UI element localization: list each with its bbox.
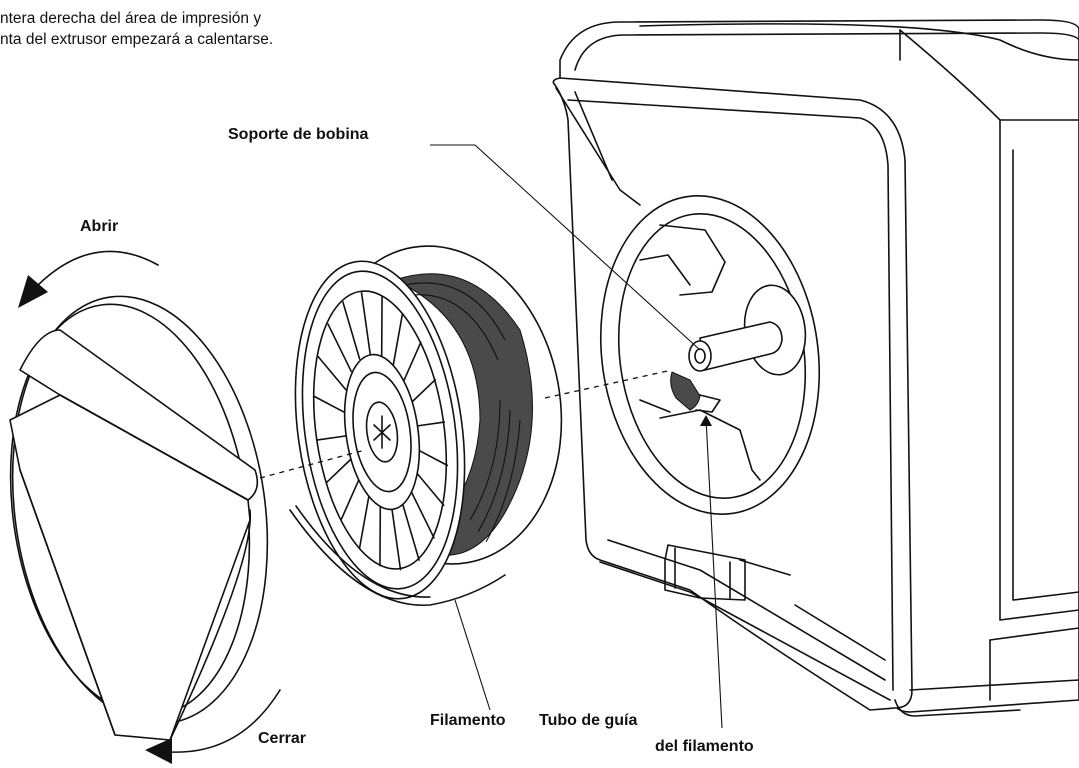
spoke — [415, 421, 446, 427]
spoke — [409, 489, 435, 539]
spoke — [327, 323, 353, 373]
spoke — [417, 449, 449, 467]
open-label: Abrir — [80, 218, 119, 235]
open-rotation-arrow-icon — [37, 250, 159, 286]
spoke — [402, 341, 422, 383]
spoke — [358, 495, 370, 550]
spoke — [391, 507, 402, 571]
filament-spool — [294, 245, 563, 600]
spoke — [392, 312, 404, 367]
guide-tube-leader — [705, 417, 723, 729]
guide-tube-line — [289, 509, 506, 606]
alignment-line-left — [259, 449, 366, 479]
guide-tube-label-line2: del filamento — [655, 738, 754, 755]
spool-holder-leader — [430, 144, 701, 351]
spoke — [342, 301, 361, 360]
spoke — [415, 471, 445, 507]
close-rotation-arrow-icon — [169, 689, 281, 753]
guide-tube-label: Tubo de guía — [539, 712, 638, 729]
spool-holder-recess — [599, 195, 821, 515]
close-label: Cerrar — [258, 730, 307, 747]
filament-leader — [454, 599, 491, 711]
spoke — [360, 291, 371, 355]
spool-spokes — [313, 291, 449, 571]
spoke — [317, 355, 347, 391]
spoke — [401, 502, 420, 561]
spoke — [410, 378, 437, 404]
spool-cover — [9, 295, 269, 741]
filament-label: Filamento — [430, 712, 506, 729]
spoke — [313, 395, 345, 413]
spoke — [316, 435, 347, 441]
spoke — [340, 479, 360, 521]
intro-text: ntera derecha del área de impresión y nt… — [0, 10, 274, 48]
alignment-line-right — [544, 369, 673, 399]
spoke — [325, 458, 352, 484]
spool-holder-label: Soporte de bobina — [228, 126, 369, 143]
